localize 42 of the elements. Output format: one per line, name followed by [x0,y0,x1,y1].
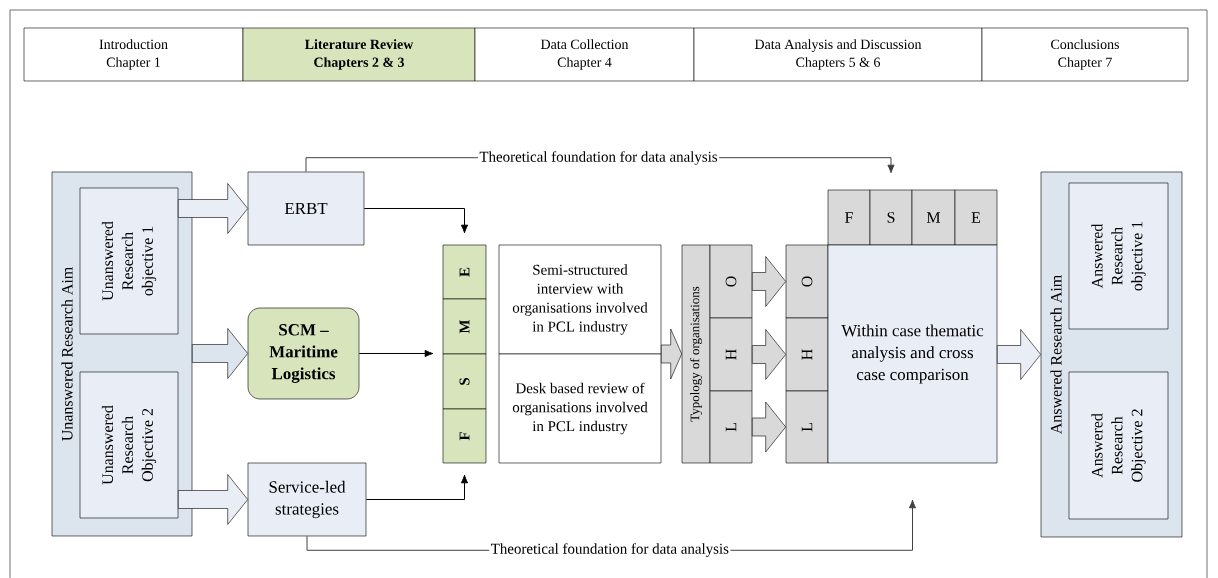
objective-box: Answered Research objective 1 [1068,182,1169,330]
method-box: Semi-structured interview with organisations involved in PCL industry [498,244,662,355]
analysis-box: Within case thematic analysis and cross case comparison [827,244,998,464]
block-arrow [752,256,786,307]
block-arrow [752,401,786,453]
block-arrow [661,328,682,380]
letter-cell: F [442,408,487,464]
header-cell: Literature Review Chapters 2 & 3 [242,27,476,82]
letter-cell: O [709,244,753,319]
block-arrow [178,474,248,525]
letter-cell: H [785,317,829,392]
header-cell: Conclusions Chapter 7 [981,27,1189,82]
method-box: Desk based review of organisations involved in PCL industry [498,353,662,464]
letter-cell: E [442,244,487,300]
letter-cell: E [954,189,998,246]
letter-cell: L [785,390,829,464]
block-arrow [178,183,248,234]
theory-box: ERBT [247,171,365,246]
arrow [363,208,469,234]
theory-box: SCM – Maritime Logistics [247,307,360,400]
letter-cell: O [785,244,829,319]
letter-cell: M [911,189,956,246]
block-arrow [192,328,248,379]
letter-cell: S [442,353,487,410]
letter-cell: S [869,189,913,246]
block-arrow [752,329,786,380]
letter-cell: L [709,390,753,464]
objective-box: Answered Research Objective 2 [1068,371,1169,520]
letter-cell: F [827,189,871,246]
theory-box: Service-led strategies [247,462,367,537]
edge-label: Theoretical foundation for data analysis [477,149,720,167]
arrow [365,474,469,500]
header-cell: Introduction Chapter 1 [23,27,244,82]
edge-label: Theoretical foundation for data analysis [489,541,731,559]
header-cell: Data Collection Chapter 4 [474,27,695,82]
block-arrow [997,329,1041,380]
arrow [358,349,434,358]
header-cell: Data Analysis and Discussion Chapters 5 & 6 [693,27,983,82]
objective-box: Unanswered Research Objective 2 [79,371,179,519]
letter-cell: M [442,298,487,355]
objective-box: Unanswered Research objective 1 [79,187,179,335]
letter-cell: H [709,317,753,392]
